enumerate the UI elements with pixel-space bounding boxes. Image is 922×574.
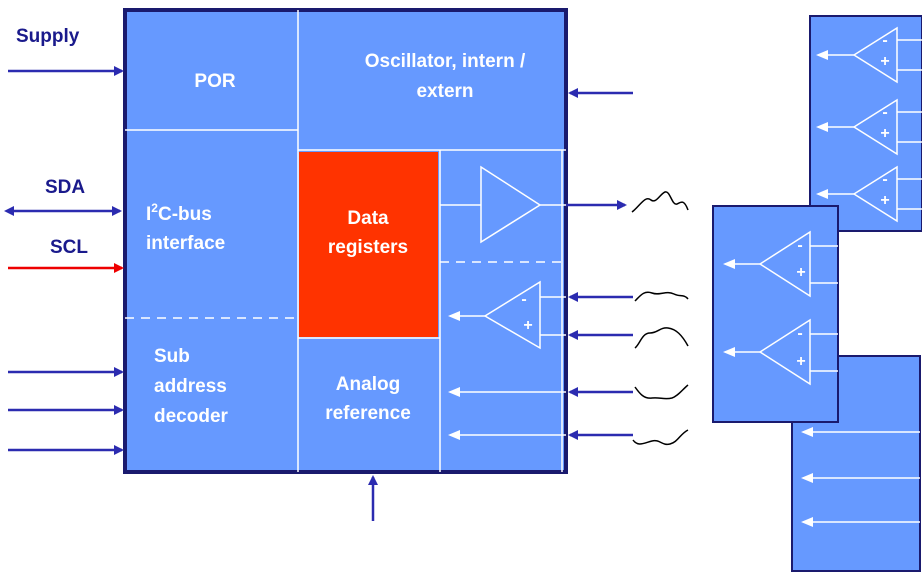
output-buffer — [440, 165, 566, 244]
data-registers-block — [299, 152, 438, 337]
svg-text:+: + — [880, 192, 889, 209]
comparator-plus: + — [523, 317, 532, 334]
svg-text:+: + — [796, 353, 805, 370]
comparator-minus: - — [521, 291, 526, 308]
analog-reference-label: Analog — [336, 374, 400, 395]
sda-label: SDA — [45, 177, 85, 198]
svg-text:-: - — [882, 104, 887, 121]
input-waveform-2 — [634, 327, 689, 349]
svg-text:-: - — [797, 237, 802, 254]
input-waveform-3 — [634, 384, 689, 400]
input-waveform-1 — [634, 291, 689, 302]
svg-text:-: - — [797, 325, 802, 342]
data-registers-label: Data — [347, 208, 389, 229]
svg-text:+: + — [880, 125, 889, 142]
analog-reference-label-2: reference — [325, 403, 411, 424]
i2c-interface-label: interface — [146, 233, 225, 254]
input-bank-bottom — [791, 355, 921, 572]
sub-address-label: Sub — [154, 346, 190, 367]
por-label: POR — [194, 71, 235, 92]
data-registers-label-2: registers — [328, 237, 408, 258]
comparator: - + — [448, 280, 566, 350]
output-waveform — [631, 191, 689, 213]
main-chip — [123, 8, 568, 474]
supply-label: Supply — [16, 26, 80, 47]
svg-text:-: - — [882, 32, 887, 49]
oscillator-label-2: extern — [416, 81, 473, 102]
svg-text:-: - — [882, 171, 887, 188]
svg-text:+: + — [880, 53, 889, 70]
comparator-bank-top: - + - + - + — [809, 15, 922, 232]
oscillator-label: Oscillator, intern / — [365, 51, 526, 72]
svg-text:+: + — [796, 264, 805, 281]
scl-label: SCL — [50, 237, 88, 258]
sub-address-label-3: decoder — [154, 406, 229, 427]
sub-address-label-2: address — [154, 376, 227, 397]
i2c-bus-label: I2C-bus — [146, 201, 212, 225]
input-waveform-4 — [632, 429, 689, 446]
comparator-bank-middle: - + - + — [712, 205, 839, 423]
